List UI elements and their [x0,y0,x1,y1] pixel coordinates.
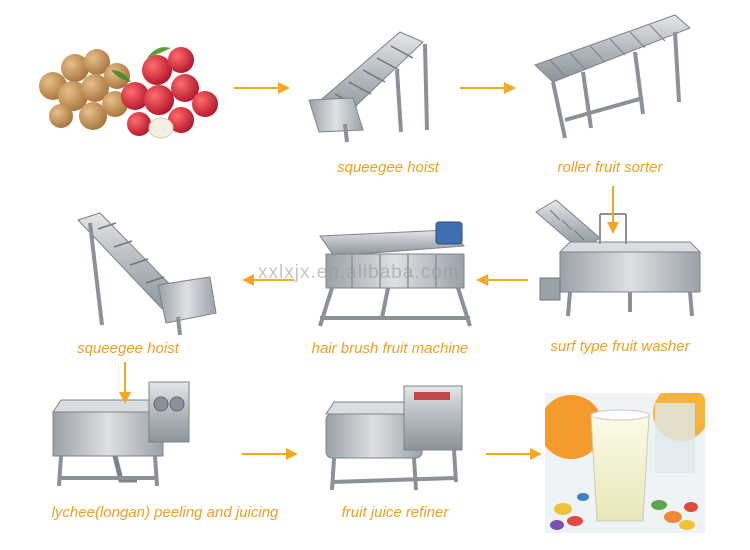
roller-fruit-sorter-illustration [534,14,691,139]
step-label-peeling-juicing: lychee(longan) peeling and juicing [51,504,279,521]
arrow-left-2 [242,274,294,286]
peeling-juicing-machine-illustration [52,381,190,487]
arrow-left-1 [476,274,528,286]
step-label-squeegee-hoist: squeegee hoist [337,159,439,176]
fruit-juice-refiner-illustration [325,385,463,491]
watermark-text: xxlxjx.en.alibaba.com [258,262,460,283]
surf-type-fruit-washer-illustration [535,199,702,317]
arrow-right-3 [242,448,298,460]
arrow-down-2 [119,362,131,404]
squeegee-hoist-illustration [308,31,429,143]
fruit-illustration [39,47,218,139]
step-label-hair-brush-fruit-machine: hair brush fruit machine [311,340,469,357]
step-label-roller-fruit-sorter: roller fruit sorter [557,159,663,176]
step-label-surf-type-fruit-washer: surf type fruit washer [550,338,690,355]
hair-brush-fruit-machine-illustration [318,221,472,327]
arrow-right-2 [460,82,516,94]
arrow-right-1 [234,82,290,94]
step-label-squeegee-hoist-2: squeegee hoist [77,340,179,357]
step-label-fruit-juice-refiner: fruit juice refiner [341,504,449,521]
squeegee-hoist-2-illustration [77,212,217,336]
lychee-cluster [111,47,218,139]
arrow-right-4 [486,448,542,460]
arrow-down-1 [607,186,619,234]
candy-pieces [550,493,698,530]
longan-cluster [39,49,130,130]
juice-glass-photo [545,393,705,533]
